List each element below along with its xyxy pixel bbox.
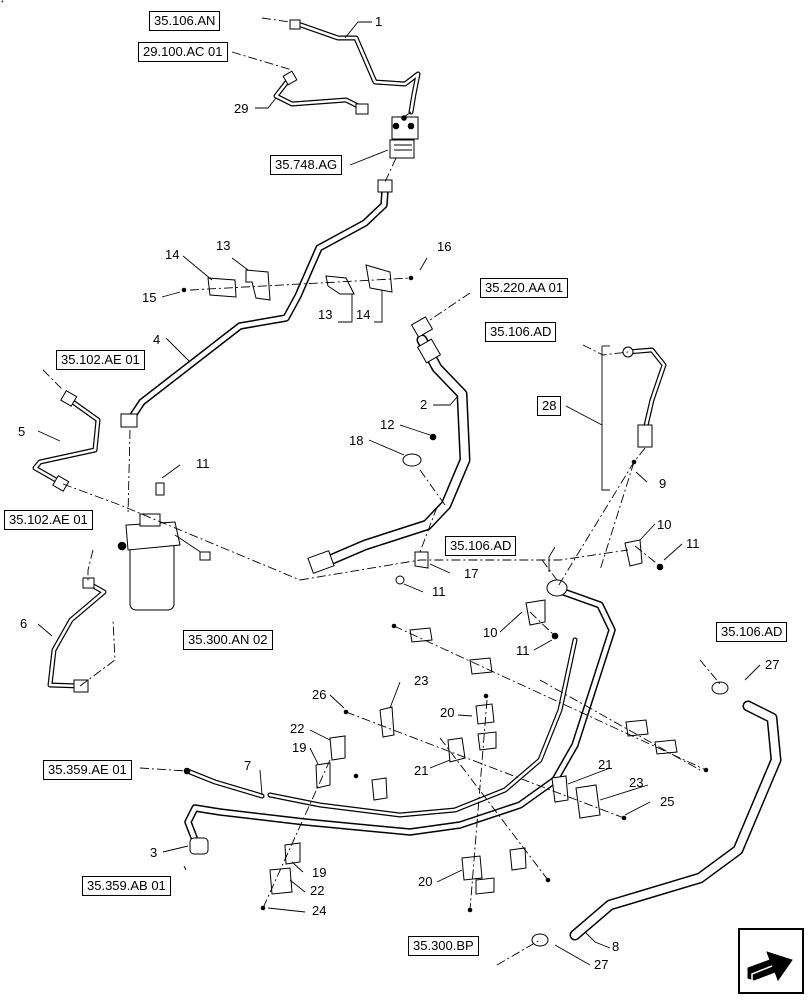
callout-13-right: 13	[318, 307, 333, 322]
leader-lines	[37, 21, 761, 966]
callout-11-upper-right: 11	[686, 536, 700, 551]
callout-4: 4	[153, 332, 161, 347]
line-part-28	[622, 346, 667, 465]
callout-11-lower: 11	[516, 643, 530, 658]
corner-mark: *	[1, 0, 4, 7]
ref-box-35-300-an-02[interactable]: 35.300.AN 02	[183, 630, 273, 650]
hose-part-8	[531, 681, 782, 947]
ref-box-35-106-an[interactable]: 35.106.AN	[149, 11, 221, 31]
callout-3: 3	[150, 845, 158, 860]
callout-8: 8	[612, 939, 620, 954]
tube-part-6	[47, 577, 107, 693]
callout-21-right: 21	[598, 757, 613, 772]
callout-20-upper: 20	[440, 705, 455, 720]
callout-12: 12	[380, 417, 395, 432]
fuel-filter	[117, 482, 211, 611]
callout-11-filter: 11	[196, 456, 210, 471]
clamp-18	[402, 433, 437, 467]
ref-box-35-300-bp[interactable]: 35.300.BP	[408, 936, 479, 956]
callout-10-upper: 10	[657, 517, 672, 532]
callout-10-lower: 10	[483, 625, 498, 640]
tube-part-4	[120, 179, 393, 428]
callout-27-lower: 27	[594, 957, 609, 972]
valve-assembly	[389, 115, 419, 159]
callout-7: 7	[244, 758, 252, 773]
navigation-button[interactable]	[738, 928, 804, 994]
callout-29: 29	[234, 101, 249, 116]
ref-box-35-106-ad-a[interactable]: 35.106.AD	[485, 322, 557, 342]
ref-box-35-102-ae-01-b[interactable]: 35.102.AE 01	[4, 510, 93, 530]
callout-23-left: 23	[414, 673, 429, 688]
ref-box-35-220-aa-01[interactable]: 35.220.AA 01	[480, 278, 569, 298]
callout-22-lower: 22	[310, 883, 325, 898]
callout-24: 24	[312, 903, 327, 918]
arrow-navigation-icon	[747, 951, 793, 982]
callout-14-right: 14	[356, 307, 371, 322]
callout-9: 9	[659, 476, 667, 491]
callout-23-right: 23	[629, 775, 644, 790]
callout-18: 18	[349, 433, 364, 448]
callout-27-upper: 27	[765, 657, 780, 672]
clip-part-10a	[624, 539, 664, 571]
bracket-right	[325, 264, 414, 295]
ref-box-35-106-ad-c[interactable]: 35.106.AD	[716, 622, 788, 642]
callout-22-upper: 22	[290, 721, 305, 736]
callout-21-left: 21	[414, 763, 429, 778]
ref-box-35-359-ae-01[interactable]: 35.359.AE 01	[43, 760, 132, 780]
callout-2: 2	[420, 397, 428, 412]
callout-15: 15	[142, 290, 157, 305]
callout-14-left: 14	[165, 247, 180, 262]
callout-13-left: 13	[216, 238, 231, 253]
tube-part-7	[183, 579, 616, 855]
callout-19-upper: 19	[292, 740, 307, 755]
bracket-left	[181, 269, 271, 301]
callout-26: 26	[312, 687, 327, 702]
callout-25: 25	[660, 794, 675, 809]
callout-6: 6	[20, 616, 28, 631]
center-lines	[42, 17, 721, 966]
clip-part-10b	[525, 599, 559, 640]
ref-box-35-102-ae-01-a[interactable]: 35.102.AE 01	[56, 350, 145, 370]
callout-5: 5	[18, 424, 26, 439]
tube-part-29	[273, 70, 369, 115]
ref-box-28[interactable]: 28	[537, 396, 562, 416]
hose-part-2	[307, 316, 471, 574]
tube-part-5	[32, 389, 101, 492]
ref-box-35-748-ag[interactable]: 35.748.AG	[270, 155, 343, 175]
callout-20-lower: 20	[418, 874, 433, 889]
callout-19-lower: 19	[312, 865, 327, 880]
callout-16: 16	[437, 239, 452, 254]
clip-part-17	[395, 551, 429, 585]
ref-box-35-359-ab-01[interactable]: 35.359.AB 01	[82, 876, 171, 896]
callout-1: 1	[375, 14, 383, 29]
ref-box-29-100-ac-01[interactable]: 29.100.AC 01	[138, 42, 228, 62]
tube-part-1	[289, 19, 421, 115]
ref-box-35-106-ad-b[interactable]: 35.106.AD	[445, 536, 517, 556]
bracket-hardware-middle	[260, 623, 709, 913]
callout-17: 17	[464, 566, 479, 581]
callout-11-middle: 11	[432, 584, 446, 599]
